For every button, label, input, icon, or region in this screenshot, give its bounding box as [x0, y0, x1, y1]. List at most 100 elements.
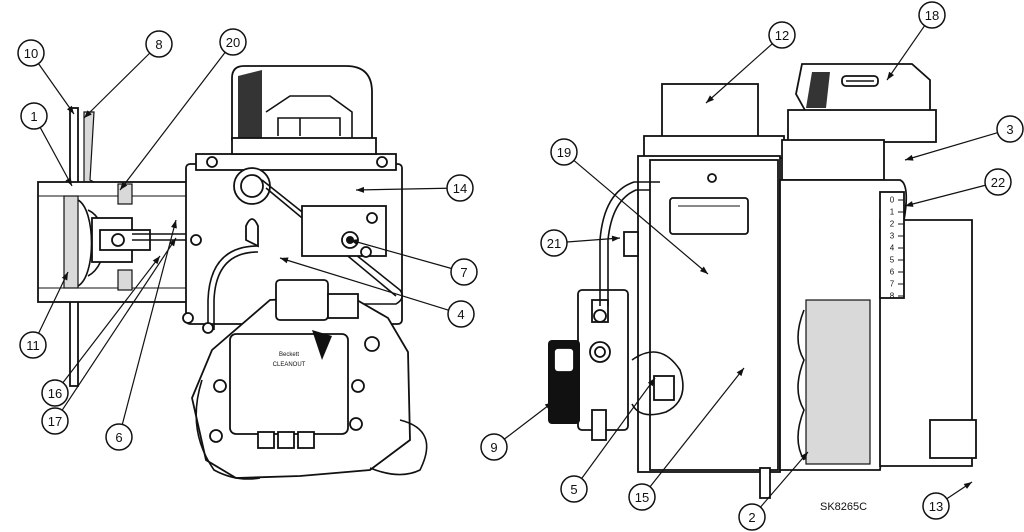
- callout-arrow: [736, 368, 744, 377]
- scale-mark: 0: [890, 196, 895, 205]
- callout-arrow: [611, 235, 620, 242]
- retention-head: [63, 195, 79, 289]
- pump-cover: [229, 333, 349, 435]
- callout-number: 19: [557, 145, 571, 160]
- callout-leader: [37, 63, 75, 115]
- callout-arrow: [963, 482, 972, 489]
- callout-arrow: [699, 266, 708, 274]
- callout-arrow: [356, 186, 365, 193]
- callout-number: 9: [490, 440, 497, 455]
- callout-leader: [355, 187, 448, 191]
- callout-circle: [540, 229, 568, 257]
- callout-number: 3: [1006, 122, 1013, 137]
- scale-mark: 4: [890, 244, 895, 253]
- scale-mark: 5: [890, 256, 895, 265]
- callout-number: 5: [570, 482, 577, 497]
- callout-15: 15: [628, 367, 745, 511]
- callout-number: 10: [24, 46, 38, 61]
- callout-9: 9: [480, 401, 554, 461]
- callout-arrow: [280, 257, 289, 264]
- callout-leader: [503, 401, 554, 440]
- callout-leader: [349, 239, 452, 270]
- callout-1: 1: [20, 102, 73, 187]
- callout-circle: [41, 407, 69, 435]
- callout-number: 22: [991, 175, 1005, 190]
- callout-arrow: [706, 95, 714, 103]
- callout-circle: [550, 138, 578, 166]
- callout-21: 21: [540, 229, 621, 257]
- callout-7: 7: [349, 239, 478, 286]
- callout-leader: [581, 377, 656, 479]
- scale-mark: 1: [890, 208, 895, 217]
- callout-leader: [705, 43, 773, 104]
- pump-brand: Beckett: [279, 352, 299, 358]
- callout-20: 20: [119, 28, 247, 191]
- callout-leader: [83, 52, 151, 119]
- callout-arrow: [61, 272, 68, 281]
- callout-circle: [446, 174, 474, 202]
- callout-circle: [105, 423, 133, 451]
- callout-circle: [984, 168, 1012, 196]
- callout-2: 2: [738, 451, 809, 531]
- callout-circle: [17, 39, 45, 67]
- callout-circle: [560, 475, 588, 503]
- callout-number: 15: [635, 490, 649, 505]
- callout-number: 14: [453, 181, 467, 196]
- callout-12: 12: [705, 21, 796, 104]
- scale-mark: 8: [890, 292, 895, 301]
- oil-line-front: [599, 181, 660, 306]
- callout-circle: [918, 1, 946, 29]
- callout-arrow: [800, 452, 808, 461]
- callout-number: 12: [775, 28, 789, 43]
- callout-19: 19: [550, 138, 709, 275]
- callout-10: 10: [17, 39, 75, 115]
- callout-arrow: [171, 220, 177, 229]
- callout-leader: [573, 159, 709, 275]
- callout-circle: [628, 483, 656, 511]
- callout-circle: [41, 379, 69, 407]
- callout-circle: [768, 21, 796, 49]
- callout-number: 6: [115, 430, 122, 445]
- callout-number: 17: [48, 414, 62, 429]
- callout-arrow: [647, 378, 655, 387]
- callout-leader: [904, 184, 986, 207]
- scale-mark: 6: [890, 268, 895, 277]
- callout-4: 4: [279, 257, 475, 328]
- callout-arrow: [84, 110, 92, 118]
- transformer-box: [661, 83, 759, 139]
- callout-number: 21: [547, 236, 561, 251]
- callout-16: 16: [41, 255, 161, 407]
- scale-mark: 7: [890, 280, 895, 289]
- callout-13: 13: [922, 481, 973, 520]
- igniter: [231, 65, 373, 141]
- scale-mark: 2: [890, 220, 895, 229]
- callout-number: 20: [226, 35, 240, 50]
- callout-arrow: [905, 154, 914, 161]
- callout-14: 14: [355, 174, 474, 202]
- callout-circle: [20, 102, 48, 130]
- callout-number: 1: [30, 109, 37, 124]
- callout-circle: [145, 30, 173, 58]
- solenoid-valve: [275, 279, 329, 321]
- callout-leader: [119, 51, 226, 191]
- callout-number: 11: [26, 338, 40, 353]
- callout-arrow: [66, 105, 74, 114]
- callout-5: 5: [560, 377, 656, 503]
- callout-leader: [886, 25, 926, 81]
- callout-number: 4: [457, 307, 464, 322]
- air-scale: [879, 191, 905, 299]
- oil-line: [261, 179, 404, 305]
- callout-number: 16: [48, 386, 62, 401]
- callout-circle: [738, 503, 766, 531]
- callout-leader: [61, 237, 177, 411]
- callout-leader: [62, 255, 161, 384]
- callout-leader: [566, 237, 621, 243]
- callout-circle: [219, 28, 247, 56]
- callout-leader: [279, 257, 449, 311]
- callout-circle: [480, 433, 508, 461]
- callout-arrow: [152, 256, 160, 265]
- callout-arrow: [887, 71, 895, 80]
